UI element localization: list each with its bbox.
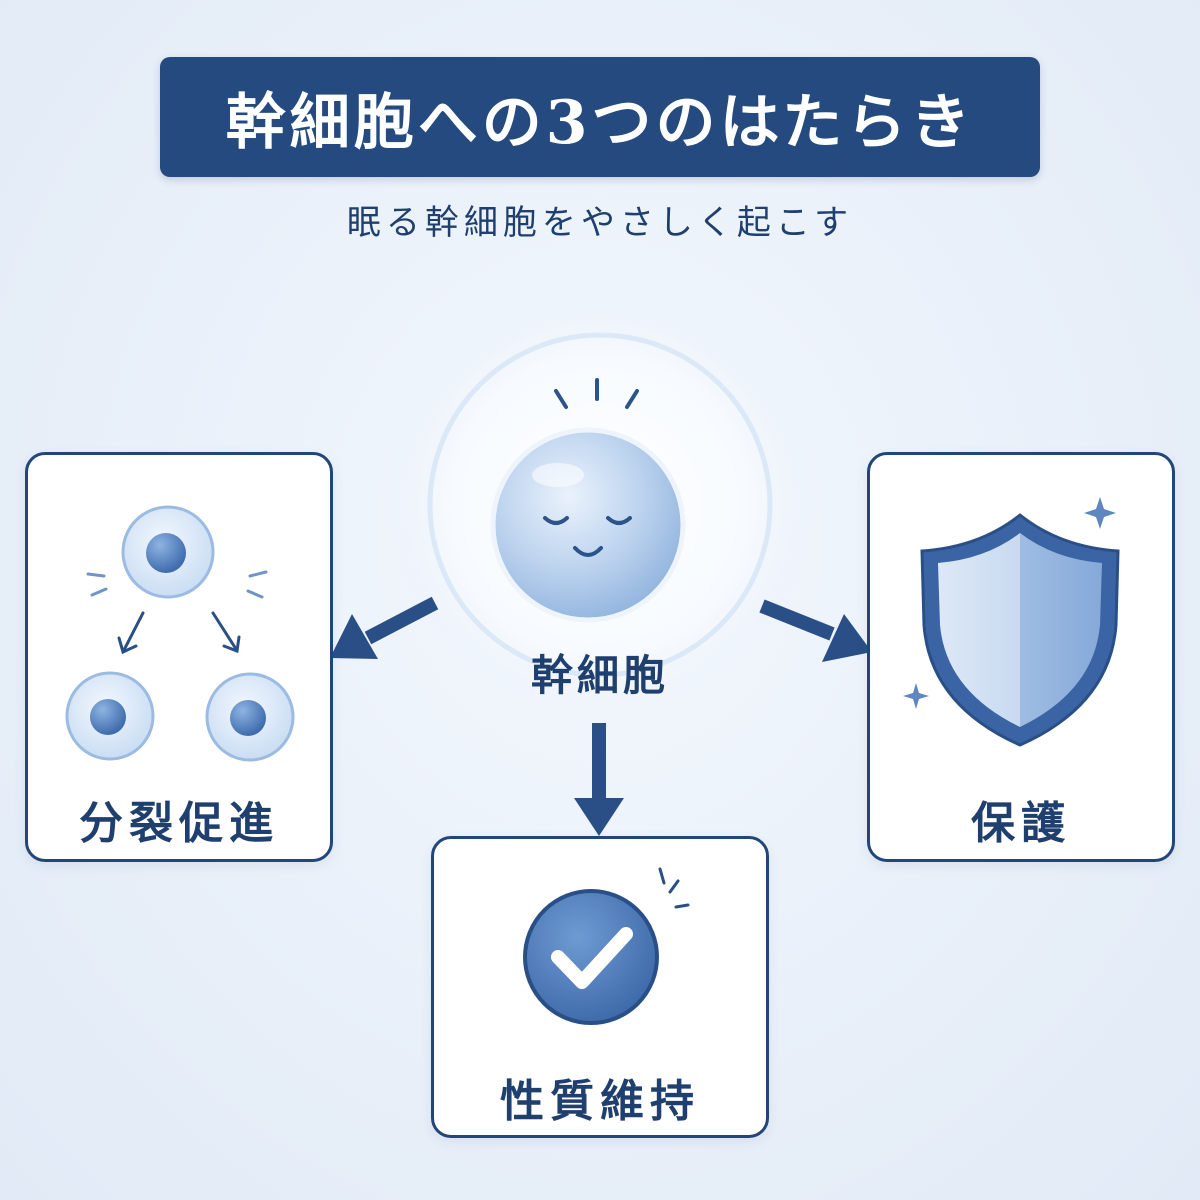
- card-label-maintenance: 性質維持: [500, 1076, 700, 1127]
- page-subtitle: 眠る幹細胞をやさしく起こす: [346, 203, 854, 243]
- sparkle-icon: [1084, 497, 1116, 529]
- center-cell-label: 幹細胞: [530, 651, 669, 700]
- center-ring: [427, 332, 773, 678]
- arrow-to-maintenance: [574, 723, 624, 836]
- sleeping-cell-icon: [490, 427, 686, 623]
- page-title: 幹細胞への3つのはたらき: [225, 87, 975, 158]
- cell-division-icon: [65, 505, 295, 762]
- title-banner: 幹細胞への3つのはたらき: [160, 57, 1040, 177]
- card-division: 分裂促進: [25, 452, 333, 862]
- card-protection: 保護: [867, 452, 1175, 862]
- shield-icon: [903, 497, 1120, 747]
- arrow-to-division: [330, 596, 439, 659]
- wake-rays-icon: [554, 378, 639, 409]
- card-label-division: 分裂促進: [79, 798, 279, 849]
- checkmark-icon: [523, 867, 690, 1025]
- card-maintenance: 性質維持: [431, 836, 769, 1138]
- sparkle-icon: [903, 683, 929, 709]
- card-label-protection: 保護: [971, 798, 1071, 849]
- arrow-to-protection: [759, 599, 872, 662]
